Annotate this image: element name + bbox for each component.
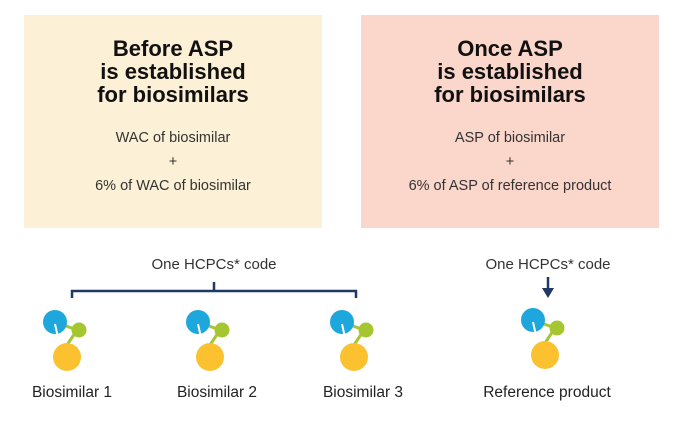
formula-line: WAC of biosimilar: [115, 130, 231, 146]
once-asp-title: Once ASP is established for biosimilars: [361, 37, 659, 106]
title-line: for biosimilars: [434, 82, 586, 107]
molecule-icon-biosimilar-2: [184, 308, 231, 373]
formula-plus: +: [505, 154, 515, 170]
shared-hcpcs-code-label: One HCPCs* code: [151, 256, 277, 273]
biosimilar-1-label: Biosimilar 1: [31, 384, 113, 401]
molecule-icon-biosimilar-1: [41, 308, 88, 373]
molecule-icon-biosimilar-3: [328, 308, 375, 373]
before-asp-box: Before ASP is established for biosimilar…: [24, 15, 322, 228]
biosimilar-3-label: Biosimilar 3: [322, 384, 404, 401]
before-asp-title: Before ASP is established for biosimilar…: [24, 37, 322, 106]
biosimilar-2-label: Biosimilar 2: [176, 384, 258, 401]
title-line: for biosimilars: [97, 82, 249, 107]
reference-product-label: Reference product: [483, 384, 611, 401]
formula-line: ASP of biosimilar: [454, 130, 566, 146]
title-line: is established: [100, 59, 246, 84]
bracket: [70, 282, 358, 298]
molecule-icon-reference-product: [519, 306, 566, 371]
reference-hcpcs-code-label: One HCPCs* code: [485, 256, 611, 273]
before-asp-formula: WAC of biosimilar + 6% of WAC of biosimi…: [24, 126, 322, 198]
formula-line: 6% of ASP of reference product: [408, 178, 612, 194]
title-line: Once ASP: [457, 36, 563, 61]
title-line: Before ASP: [112, 36, 234, 61]
title-line: is established: [437, 59, 583, 84]
once-asp-box: Once ASP is established for biosimilars …: [361, 15, 659, 228]
formula-line: 6% of WAC of biosimilar: [95, 178, 251, 194]
arrow-down-icon: [542, 277, 554, 298]
once-asp-formula: ASP of biosimilar + 6% of ASP of referen…: [361, 126, 659, 198]
formula-plus: +: [168, 154, 178, 170]
